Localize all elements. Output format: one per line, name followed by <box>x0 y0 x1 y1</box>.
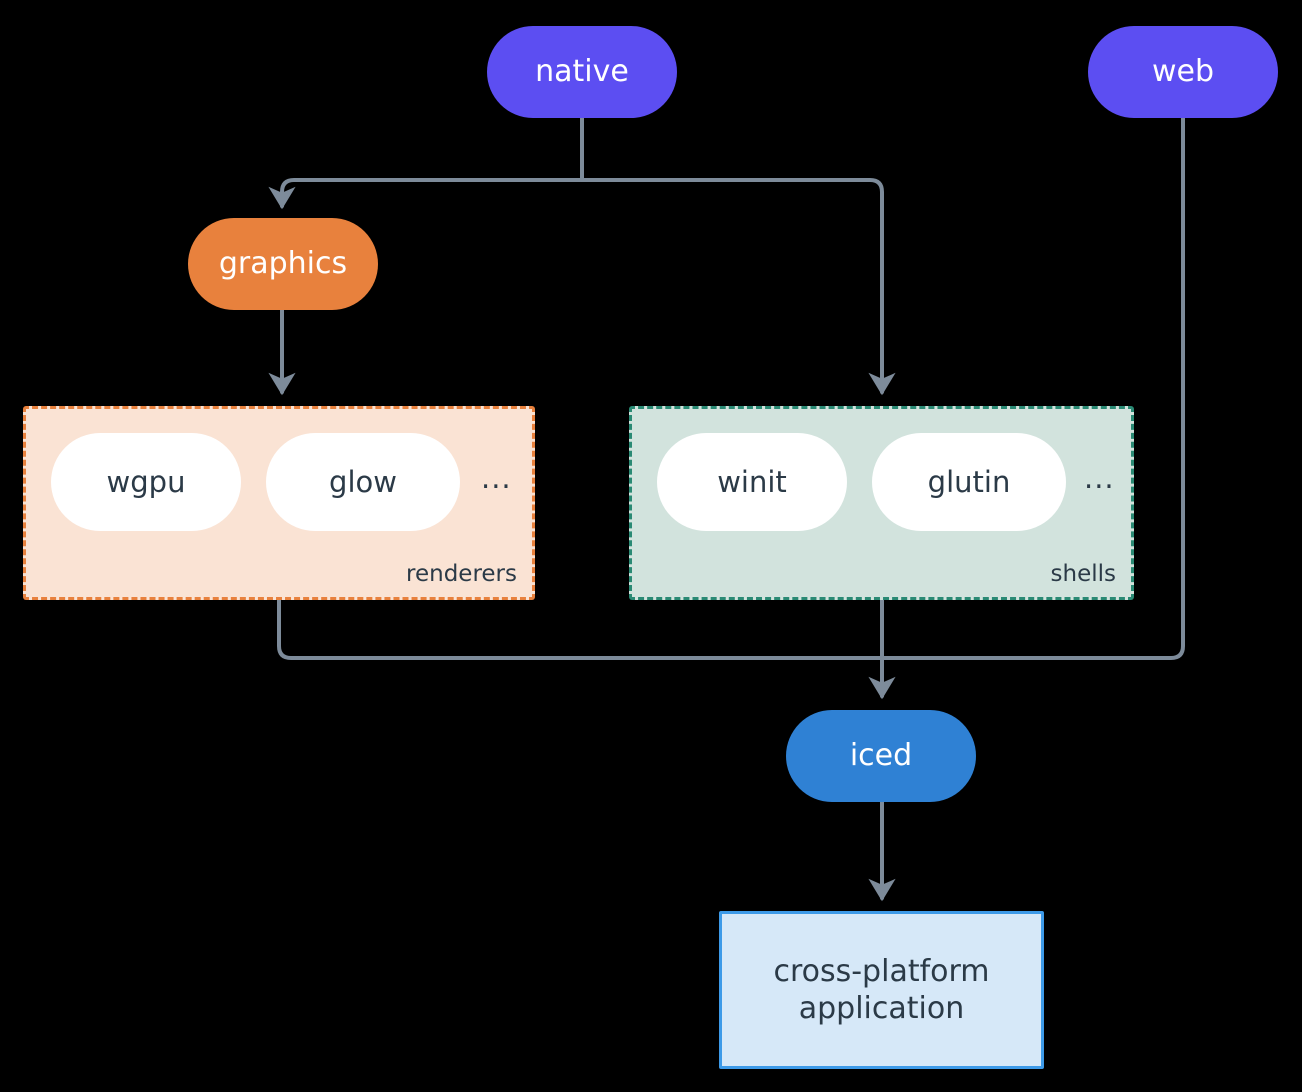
node-native[interactable]: native <box>487 26 677 118</box>
node-application-label: cross-platform application <box>773 953 990 1027</box>
node-cross-platform-application[interactable]: cross-platform application <box>719 911 1044 1069</box>
node-graphics-label: graphics <box>218 246 348 282</box>
node-native-label: native <box>535 54 629 90</box>
group-shells-label: shells <box>1050 561 1116 587</box>
renderers-overflow-ellipsis: ... <box>481 461 512 495</box>
chip-wgpu[interactable]: wgpu <box>51 433 241 531</box>
chip-winit[interactable]: winit <box>657 433 847 531</box>
shells-overflow-ellipsis: ... <box>1084 461 1115 495</box>
edge-native-to-shells <box>580 178 896 396</box>
group-shells[interactable]: winit glutin ... shells <box>629 406 1134 600</box>
edge-renderers-to-iced <box>277 598 884 660</box>
chip-glutin-label: glutin <box>927 465 1011 499</box>
chip-glutin[interactable]: glutin <box>872 433 1066 531</box>
node-iced[interactable]: iced <box>786 710 976 802</box>
edge-native-to-graphics <box>268 178 584 210</box>
node-web-label: web <box>1151 54 1215 90</box>
chip-wgpu-label: wgpu <box>106 465 186 499</box>
node-iced-label: iced <box>849 738 913 774</box>
group-renderers[interactable]: wgpu glow ... renderers <box>23 406 535 600</box>
chip-glow[interactable]: glow <box>266 433 460 531</box>
node-graphics[interactable]: graphics <box>188 218 378 310</box>
group-renderers-label: renderers <box>406 561 517 587</box>
chip-glow-label: glow <box>329 465 397 499</box>
chip-winit-label: winit <box>717 465 787 499</box>
node-web[interactable]: web <box>1088 26 1278 118</box>
